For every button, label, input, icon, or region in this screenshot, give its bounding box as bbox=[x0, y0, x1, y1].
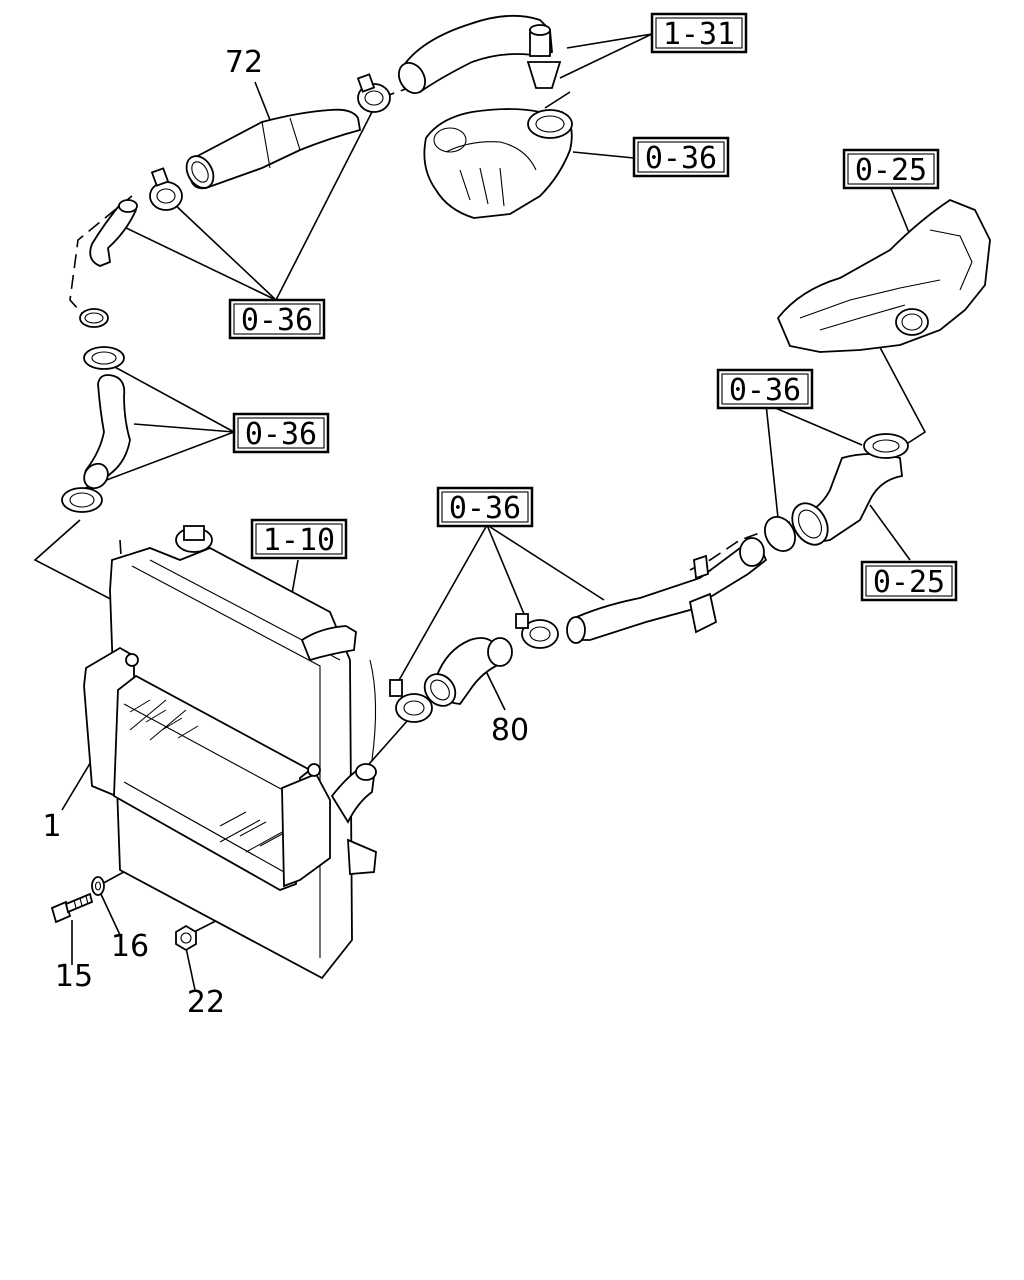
turbocharger bbox=[423, 108, 573, 219]
washer-16 bbox=[91, 876, 105, 896]
callout-16: 16 bbox=[111, 929, 149, 964]
ref-0-25-right-box: 0-25 bbox=[860, 560, 958, 602]
mid-left-hose bbox=[61, 346, 131, 513]
hose-72 bbox=[185, 108, 362, 190]
svg-text:0-36: 0-36 bbox=[245, 417, 317, 452]
svg-text:0-36: 0-36 bbox=[449, 491, 521, 526]
bolt-15 bbox=[50, 892, 94, 924]
intercooler bbox=[83, 646, 377, 891]
right-hose-assembly bbox=[764, 433, 909, 552]
svg-text:0-36: 0-36 bbox=[241, 303, 313, 338]
callout-15: 15 bbox=[55, 959, 93, 994]
callout-1: 1 bbox=[42, 809, 61, 844]
nut-22 bbox=[175, 924, 197, 952]
ref-1-31-box: 1-31 bbox=[650, 12, 748, 54]
part-callouts: 72 1 15 16 22 80 bbox=[42, 45, 529, 1020]
ref-0-36-turbo-box: 0-36 bbox=[632, 136, 730, 178]
callout-22: 22 bbox=[187, 985, 225, 1020]
ref-0-36-right-box: 0-36 bbox=[716, 368, 814, 410]
svg-text:0-25: 0-25 bbox=[873, 565, 945, 600]
ref-0-36-upper-left-box: 0-36 bbox=[228, 298, 326, 340]
svg-text:0-36: 0-36 bbox=[645, 141, 717, 176]
hose-clamps-upper bbox=[149, 73, 391, 211]
callout-72: 72 bbox=[225, 45, 263, 80]
intake-manifold bbox=[776, 198, 991, 353]
svg-text:0-25: 0-25 bbox=[855, 153, 927, 188]
svg-text:1-10: 1-10 bbox=[263, 523, 335, 558]
turbo-outlet-pipe bbox=[397, 14, 562, 94]
svg-text:1-31: 1-31 bbox=[663, 17, 735, 52]
ref-0-36-mid-left-box: 0-36 bbox=[232, 412, 330, 454]
ref-0-36-center-box: 0-36 bbox=[436, 486, 534, 528]
callout-80: 80 bbox=[491, 713, 529, 748]
upper-left-pipe bbox=[79, 199, 138, 328]
ref-1-10-box: 1-10 bbox=[250, 518, 348, 560]
svg-text:0-36: 0-36 bbox=[729, 373, 801, 408]
reference-boxes: 1-31 0-36 0-25 0-36 0-36 0-36 bbox=[228, 12, 958, 602]
hose-80 bbox=[389, 613, 559, 723]
right-metal-pipe bbox=[566, 537, 768, 644]
ref-0-25-top-box: 0-25 bbox=[842, 148, 940, 190]
